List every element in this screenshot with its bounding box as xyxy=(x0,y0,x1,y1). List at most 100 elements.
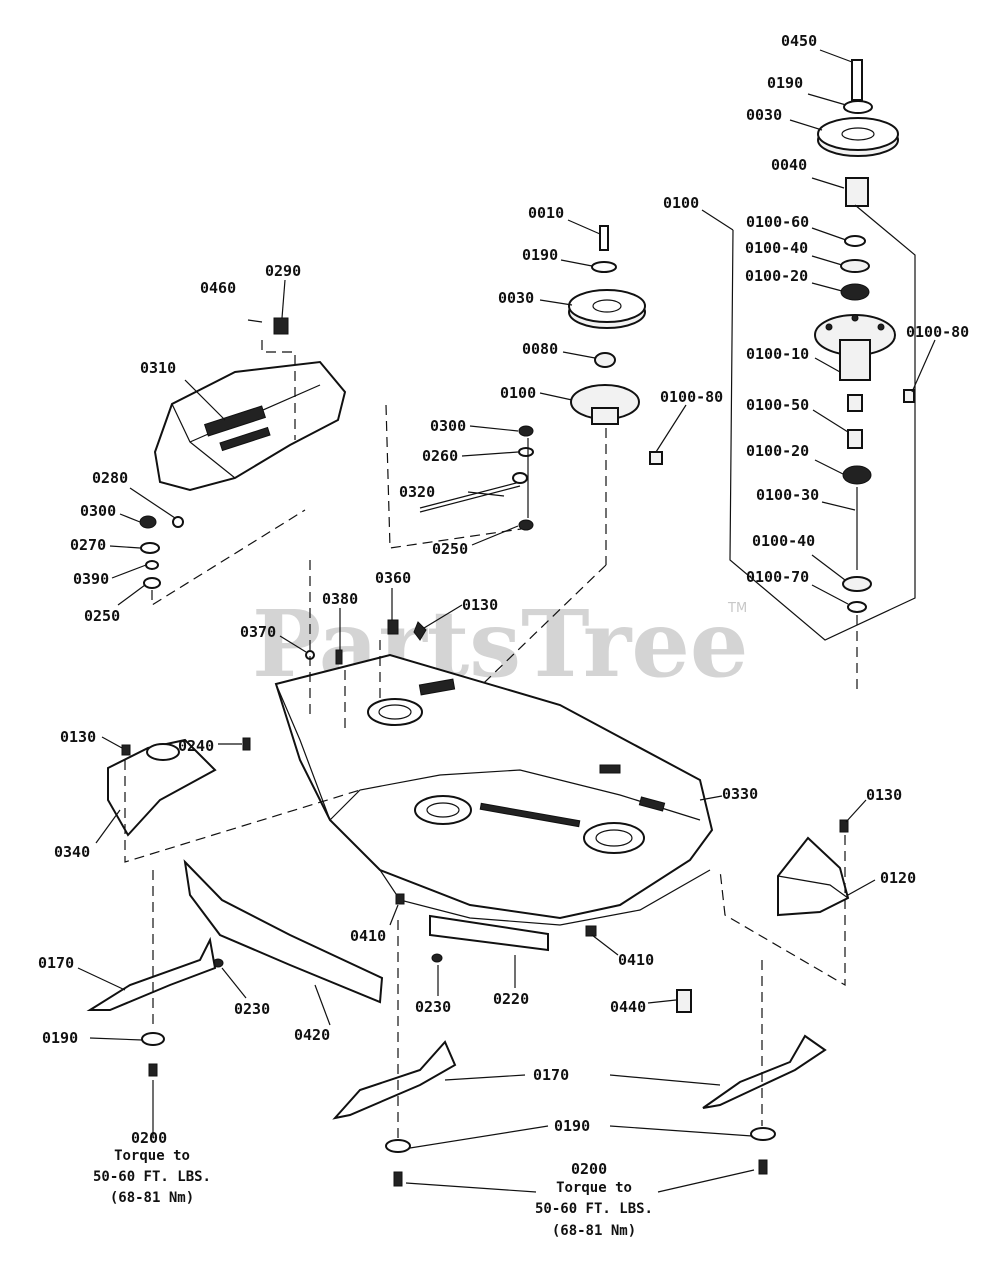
svg-text:50-60 FT. LBS.: 50-60 FT. LBS. xyxy=(93,1169,211,1185)
washer-0190-center xyxy=(385,1139,411,1153)
watermark-trademark: TM xyxy=(727,601,747,616)
label-0220: 0220 xyxy=(493,990,529,1008)
bolt-0200-left xyxy=(148,1063,158,1077)
bolt-0200-right xyxy=(758,1159,768,1175)
label-0190-left: 0190 xyxy=(42,1029,78,1047)
label-0040: 0040 xyxy=(771,156,807,174)
nut-0130-left xyxy=(121,744,131,756)
label-0290: 0290 xyxy=(265,262,301,280)
spacer-0390 xyxy=(145,560,159,570)
label-0130-left: 0130 xyxy=(60,728,96,746)
washer-0190-right xyxy=(750,1127,776,1141)
middle-spindle-assembly xyxy=(429,225,663,736)
label-0270: 0270 xyxy=(70,536,106,554)
seal-0100-70 xyxy=(847,601,867,613)
label-0250-mid: 0250 xyxy=(432,540,468,558)
svg-text:50-60 FT. LBS.: 50-60 FT. LBS. xyxy=(535,1201,653,1217)
belt-cover-assembly xyxy=(139,317,529,607)
pin-0380 xyxy=(335,649,343,665)
washer-0190-left xyxy=(141,1032,165,1046)
leader-lines xyxy=(77,49,936,1193)
label-0030-mid: 0030 xyxy=(498,289,534,307)
label-0360: 0360 xyxy=(375,569,411,587)
label-0260: 0260 xyxy=(422,447,458,465)
label-0330: 0330 xyxy=(722,785,758,803)
label-0130-right: 0130 xyxy=(866,786,902,804)
label-0170-bottom: 0170 xyxy=(533,1066,569,1084)
washer-0190-top xyxy=(843,100,873,114)
label-0100-20-top: 0100-20 xyxy=(745,267,808,285)
washer-0190-mid xyxy=(591,261,617,273)
baffle-0420 xyxy=(183,859,384,1004)
bolt-0410-left xyxy=(395,893,405,905)
washer-0250-left xyxy=(143,577,161,589)
label-0460: 0460 xyxy=(200,279,236,297)
label-0390: 0390 xyxy=(73,570,109,588)
label-0100-40-top: 0100-40 xyxy=(745,239,808,257)
label-0280: 0280 xyxy=(92,469,128,487)
bolt-0360 xyxy=(387,619,399,635)
label-0320: 0320 xyxy=(399,483,435,501)
grease-fitting-0100-80-mid xyxy=(649,451,663,465)
label-0240: 0240 xyxy=(178,737,214,755)
label-0100-30: 0100-30 xyxy=(756,486,819,504)
label-0410-right: 0410 xyxy=(618,951,654,969)
label-0170-left: 0170 xyxy=(38,954,74,972)
label-0340: 0340 xyxy=(54,843,90,861)
spacer-0100-50 xyxy=(847,429,863,449)
svg-text:(68-81 Nm): (68-81 Nm) xyxy=(552,1223,636,1239)
spacer-0040 xyxy=(845,177,869,207)
label-0100-80-mid: 0100-80 xyxy=(660,388,723,406)
label-0300-left: 0300 xyxy=(80,502,116,520)
deck-opening-center xyxy=(414,795,472,825)
bearing-0100-40-bottom xyxy=(842,576,872,592)
nut-0230-mid xyxy=(431,953,443,963)
label-0100-40-bottom: 0100-40 xyxy=(752,532,815,550)
label-0250-left: 0250 xyxy=(84,607,120,625)
blade-0170-right xyxy=(702,1034,827,1109)
label-0200-right: 0200 xyxy=(571,1160,607,1178)
label-0440: 0440 xyxy=(610,998,646,1016)
fitting-0440 xyxy=(676,989,692,1013)
label-0100-right: 0100 xyxy=(663,194,699,212)
discharge-chute-assembly xyxy=(719,819,850,987)
label-0030-right: 0030 xyxy=(746,106,782,124)
svg-text:Torque to: Torque to xyxy=(114,1148,190,1164)
seal-0100-60 xyxy=(844,235,866,247)
label-0100-70: 0100-70 xyxy=(746,568,809,586)
spring-0290 xyxy=(273,317,289,335)
label-0100-50: 0100-50 xyxy=(746,396,809,414)
bearing-0100-20-bottom xyxy=(842,465,872,485)
bushing-0280 xyxy=(172,516,184,528)
bolt-0450 xyxy=(851,59,863,101)
label-0080: 0080 xyxy=(522,340,558,358)
label-0120: 0120 xyxy=(880,869,916,887)
label-0190-bottom: 0190 xyxy=(554,1117,590,1135)
torque-note-left: Torque to 50-60 FT. LBS. (68-81 Nm) xyxy=(93,1148,211,1206)
deck-opening-right xyxy=(583,822,645,854)
label-0100-80-right: 0100-80 xyxy=(906,323,969,341)
spacer-0100-50-top xyxy=(847,394,863,412)
bolt-0130-right xyxy=(839,819,849,833)
nut-0300-mid xyxy=(518,425,534,437)
belt-cover-0310 xyxy=(153,360,347,492)
washer-0250-mid xyxy=(518,519,534,531)
idler-hardware xyxy=(419,425,534,531)
label-0380: 0380 xyxy=(322,590,358,608)
bearing-0100-40-top xyxy=(840,259,870,273)
right-spindle-assembly xyxy=(729,59,916,690)
label-0190-top: 0190 xyxy=(767,74,803,92)
label-0010: 0010 xyxy=(528,204,564,222)
blade-assembly xyxy=(86,870,827,1187)
svg-text:(68-81 Nm): (68-81 Nm) xyxy=(110,1190,194,1206)
washer-0260 xyxy=(518,447,534,457)
label-0100-60: 0100-60 xyxy=(746,213,809,231)
label-0420: 0420 xyxy=(294,1026,330,1044)
label-0370: 0370 xyxy=(240,623,276,641)
label-0100-20-bottom: 0100-20 xyxy=(746,442,809,460)
mower-deck-0330 xyxy=(274,560,714,926)
baffle-assembly xyxy=(183,859,692,1013)
blade-0170-center xyxy=(332,1040,457,1120)
deck-opening-left xyxy=(367,698,423,726)
